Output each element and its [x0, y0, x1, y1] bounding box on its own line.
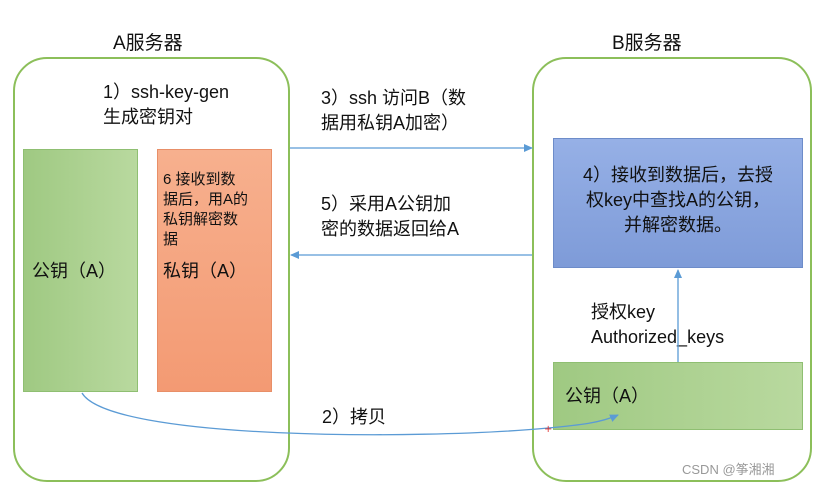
step4-line2: 权key中查找A的公钥，	[585, 190, 771, 210]
step4-line1: 4）接收到数据后，去授	[582, 165, 773, 185]
step2-label: 2）拷贝	[322, 407, 387, 427]
step5-line1: 5）采用A公钥加	[321, 194, 452, 214]
server-b-public-key-label: 公钥（A）	[565, 386, 650, 406]
step4-label: 4）接收到数据后，去授 权key中查找A的公钥， 并解密数据。	[553, 163, 803, 238]
authorized-keys-label: 授权key Authorized_keys	[591, 300, 724, 350]
server-a-private-key-box	[157, 149, 272, 392]
server-a-public-key-box	[23, 149, 138, 392]
red-plus-mark: +	[544, 424, 552, 435]
step3-line1: 3）ssh 访问B（数	[321, 88, 467, 108]
watermark: CSDN @筝湘湘	[682, 462, 775, 477]
step6-line2: 据后，用A的	[163, 191, 249, 208]
step6-line4: 据	[163, 231, 179, 248]
step1-line1: 1）ssh-key-gen	[103, 82, 230, 102]
step1-label: 1）ssh-key-gen 生成密钥对	[103, 80, 229, 130]
server-a-private-key-label: 私钥（A）	[163, 261, 248, 281]
server-a-title: A服务器	[113, 33, 183, 54]
step3-line2: 据用私钥A加密）	[321, 113, 460, 133]
authorized-keys-line2: Authorized_keys	[591, 327, 725, 347]
server-a-public-key-label: 公钥（A）	[32, 261, 117, 281]
server-b-title: B服务器	[612, 33, 682, 54]
server-b-decrypt-box	[553, 138, 803, 268]
step5-label: 5）采用A公钥加 密的数据返回给A	[321, 192, 459, 242]
step6-line1: 6 接收到数	[163, 171, 236, 188]
step5-line2: 密的数据返回给A	[321, 219, 460, 239]
authorized-keys-line1: 授权key	[591, 302, 656, 322]
step3-label: 3）ssh 访问B（数 据用私钥A加密）	[321, 86, 466, 136]
server-b-public-key-box	[553, 362, 803, 430]
step6-label: 6 接收到数 据后，用A的 私钥解密数 据	[163, 170, 248, 250]
step6-line3: 私钥解密数	[163, 211, 239, 228]
step1-line2: 生成密钥对	[103, 107, 193, 127]
copy-public-key-arrow	[81, 392, 619, 436]
step4-line3: 并解密数据。	[624, 215, 732, 235]
